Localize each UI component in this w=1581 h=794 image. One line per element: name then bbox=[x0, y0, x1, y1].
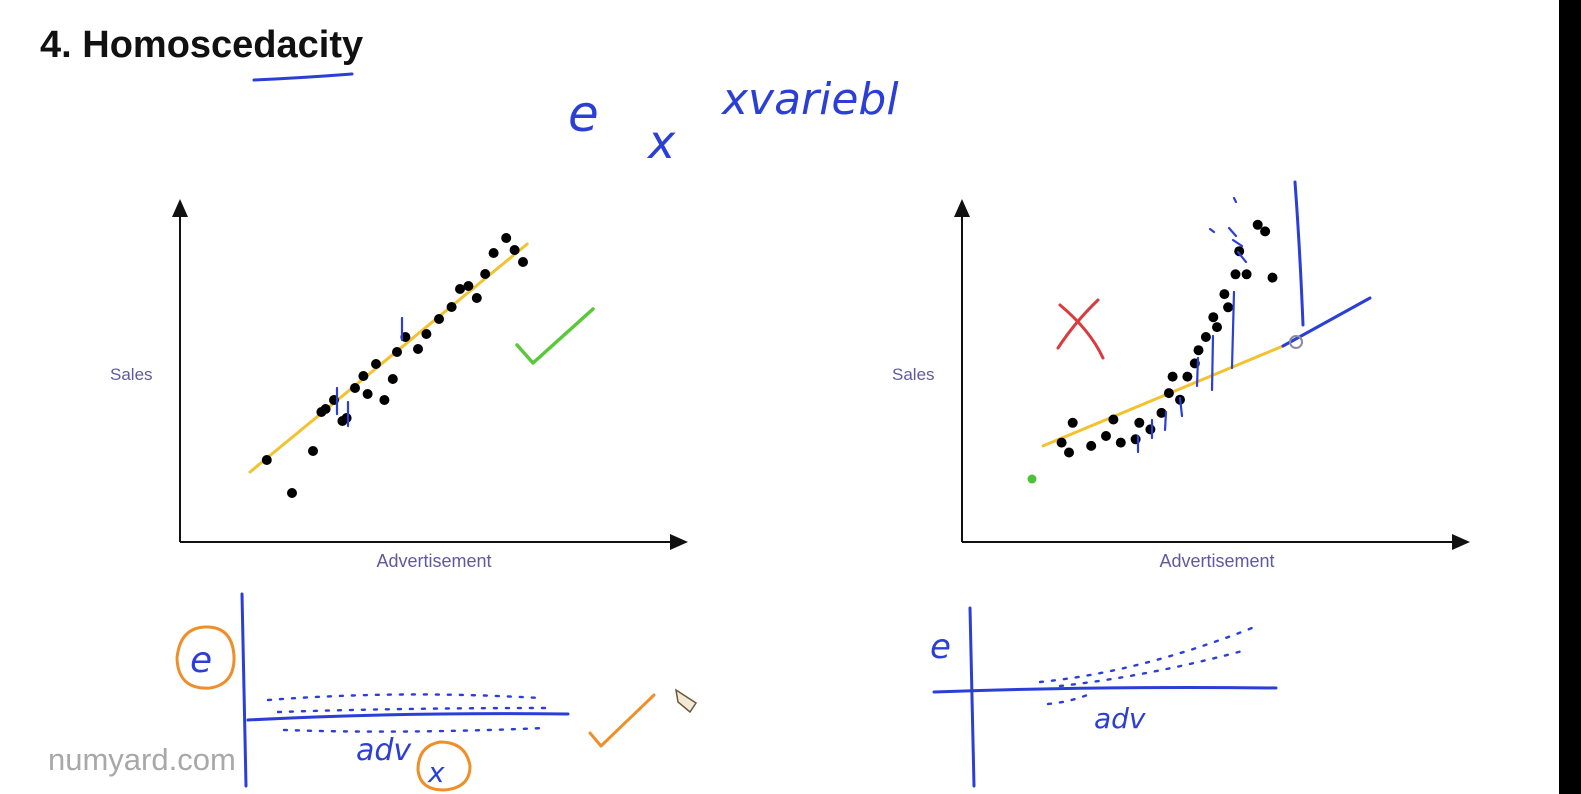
data-point bbox=[261, 455, 272, 465]
chart-right: Sales Advertisement bbox=[892, 180, 1470, 571]
data-point bbox=[1115, 437, 1126, 448]
data-point bbox=[371, 359, 381, 369]
chart-left-residual-ink bbox=[335, 316, 404, 428]
data-point bbox=[392, 347, 402, 357]
data-point bbox=[320, 404, 331, 414]
formula-x-ink: x bbox=[646, 115, 676, 169]
data-point bbox=[1064, 447, 1074, 458]
data-point bbox=[1101, 431, 1111, 441]
data-point bbox=[1234, 246, 1245, 257]
chart-right-ylabel: Sales bbox=[892, 365, 935, 384]
data-point bbox=[1223, 302, 1234, 313]
chart-left-fit-line bbox=[248, 242, 529, 474]
data-point bbox=[434, 314, 444, 324]
formula-xvariable-ink: xvariebl bbox=[720, 74, 899, 125]
residual-plot-left: e adv x bbox=[175, 592, 698, 792]
right-edge-bar bbox=[1559, 0, 1581, 794]
fit-line-extension-ink bbox=[1281, 296, 1372, 348]
data-point bbox=[1252, 219, 1263, 230]
residual-large-ink bbox=[1293, 180, 1305, 327]
residual-fan-mid-ink bbox=[1058, 648, 1248, 688]
x-circle-orange bbox=[416, 740, 472, 792]
chart-left-ylabel: Sales bbox=[110, 365, 153, 384]
data-point bbox=[362, 389, 373, 399]
data-point bbox=[518, 257, 528, 267]
data-point bbox=[379, 395, 390, 405]
data-point bbox=[501, 233, 512, 243]
data-point bbox=[308, 446, 318, 456]
cross-mark-bad-icon bbox=[1056, 298, 1105, 360]
data-point bbox=[471, 293, 482, 303]
chart-right-residual-ink bbox=[1136, 290, 1236, 454]
data-point bbox=[1212, 322, 1222, 333]
residual-right-x-axis-ink bbox=[932, 686, 1278, 694]
data-point bbox=[1145, 424, 1156, 435]
page-title: 4. Homoscedacity bbox=[40, 24, 364, 66]
watermark: numyard.com bbox=[48, 742, 236, 777]
data-point bbox=[463, 281, 474, 291]
data-point bbox=[1056, 437, 1067, 448]
residual-fan-upper-ink bbox=[1038, 626, 1254, 684]
data-point bbox=[387, 374, 398, 384]
residual-left-e-label: e bbox=[190, 640, 212, 681]
residual-left-x-axis-ink bbox=[246, 712, 570, 722]
formula-e-ink: e bbox=[568, 85, 599, 143]
residual-fan-lower-ink bbox=[1046, 692, 1092, 706]
data-point bbox=[1260, 226, 1271, 237]
start-point-green bbox=[1027, 474, 1037, 484]
data-point bbox=[358, 371, 369, 381]
data-point bbox=[446, 302, 457, 312]
data-point bbox=[509, 245, 520, 255]
residual-right-e-label: e bbox=[930, 627, 951, 667]
data-point bbox=[488, 248, 499, 258]
residual-plot-right: e adv bbox=[930, 606, 1278, 788]
residual-right-y-axis-ink bbox=[968, 606, 976, 788]
data-point bbox=[1163, 388, 1174, 399]
data-point bbox=[1208, 312, 1219, 323]
data-point bbox=[1167, 371, 1178, 382]
e-circle-orange bbox=[175, 625, 236, 690]
chart-left-xlabel: Advertisement bbox=[376, 551, 491, 571]
data-point bbox=[350, 383, 360, 393]
data-point bbox=[413, 344, 423, 354]
residual-band-upper-ink bbox=[266, 693, 542, 702]
data-point bbox=[455, 284, 465, 294]
chart-left: Sales Advertisement bbox=[110, 199, 688, 571]
title-underline-ink bbox=[252, 72, 354, 82]
data-point bbox=[1219, 289, 1230, 300]
data-point bbox=[287, 488, 297, 498]
residual-band-mid-ink bbox=[276, 706, 547, 714]
chart-right-fit-line bbox=[1041, 344, 1285, 448]
scattered-dots-ink bbox=[1208, 196, 1248, 264]
residual-right-adv-label: adv bbox=[1094, 702, 1146, 735]
residual-left-x-symbol: x bbox=[427, 756, 445, 789]
data-point bbox=[1241, 269, 1252, 280]
endpoint-circle-icon bbox=[1289, 335, 1303, 349]
data-point bbox=[1193, 345, 1204, 356]
data-point bbox=[1200, 332, 1211, 342]
data-point bbox=[1134, 417, 1145, 428]
data-point bbox=[1182, 371, 1193, 382]
data-point bbox=[1108, 414, 1119, 425]
data-point bbox=[1086, 440, 1097, 451]
check-mark-orange-icon bbox=[588, 693, 656, 748]
data-point bbox=[1067, 417, 1078, 428]
data-point bbox=[341, 413, 352, 423]
data-point bbox=[421, 329, 432, 339]
data-point bbox=[1267, 272, 1278, 283]
residual-left-y-axis-ink bbox=[240, 592, 248, 788]
chart-right-xlabel: Advertisement bbox=[1159, 551, 1274, 571]
data-point bbox=[1230, 269, 1241, 280]
pen-cursor-icon bbox=[674, 688, 698, 714]
data-point bbox=[1156, 407, 1167, 418]
residual-left-adv-label: adv bbox=[356, 733, 412, 768]
data-point bbox=[480, 269, 491, 279]
residual-band-lower-ink bbox=[282, 726, 547, 733]
check-mark-good-icon bbox=[515, 307, 595, 365]
